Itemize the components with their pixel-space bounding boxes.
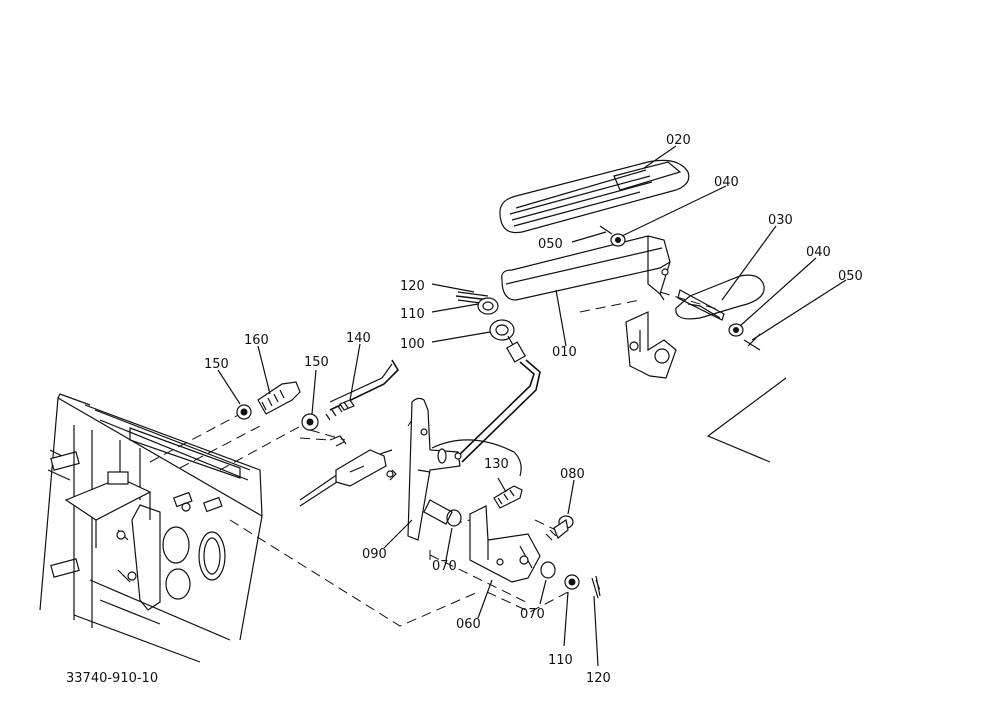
linkage-rod bbox=[299, 359, 400, 507]
floor-edge bbox=[706, 377, 787, 463]
bolt-130 bbox=[493, 485, 523, 509]
pedal-rod bbox=[455, 291, 541, 463]
washer-upper bbox=[599, 225, 626, 247]
bolt-and-nuts bbox=[236, 381, 349, 431]
callout-120-lower: 120 bbox=[586, 671, 611, 686]
washer-right bbox=[728, 323, 761, 351]
callout-010: 010 bbox=[552, 345, 577, 360]
callout-130: 130 bbox=[484, 457, 509, 472]
callout-050-upper: 050 bbox=[538, 237, 563, 252]
callout-100: 100 bbox=[400, 337, 425, 352]
drawing-number: 33740-910-10 bbox=[66, 671, 158, 686]
callout-040-right: 040 bbox=[806, 245, 831, 260]
callout-060: 060 bbox=[456, 617, 481, 632]
throttle-lever bbox=[407, 397, 522, 541]
callout-160: 160 bbox=[244, 333, 269, 348]
leader-lines bbox=[217, 145, 847, 667]
bracket-plate bbox=[469, 505, 541, 583]
callout-110-lower: 110 bbox=[548, 653, 573, 668]
callout-020: 020 bbox=[666, 133, 691, 148]
callout-070-left: 070 bbox=[432, 559, 457, 574]
frame-panel bbox=[39, 393, 263, 663]
pivot-bracket bbox=[625, 274, 765, 379]
callout-labels: 020 040 050 030 040 050 010 120 110 100 … bbox=[204, 133, 863, 686]
callout-070-right: 070 bbox=[520, 607, 545, 622]
washer-lower bbox=[564, 574, 601, 599]
callout-120-upper: 120 bbox=[400, 279, 425, 294]
callout-110-upper: 110 bbox=[400, 307, 425, 322]
callout-090: 090 bbox=[362, 547, 387, 562]
callout-150-right: 150 bbox=[304, 355, 329, 370]
callout-040-upper: 040 bbox=[714, 175, 739, 190]
collars bbox=[423, 499, 556, 579]
pedal-arm bbox=[501, 235, 671, 301]
callout-140: 140 bbox=[346, 331, 371, 346]
callout-150-left: 150 bbox=[204, 357, 229, 372]
bolt-080 bbox=[545, 515, 574, 541]
callout-050-right: 050 bbox=[838, 269, 863, 284]
pedal-pad bbox=[499, 159, 690, 234]
callout-080: 080 bbox=[560, 467, 585, 482]
callout-030: 030 bbox=[768, 213, 793, 228]
